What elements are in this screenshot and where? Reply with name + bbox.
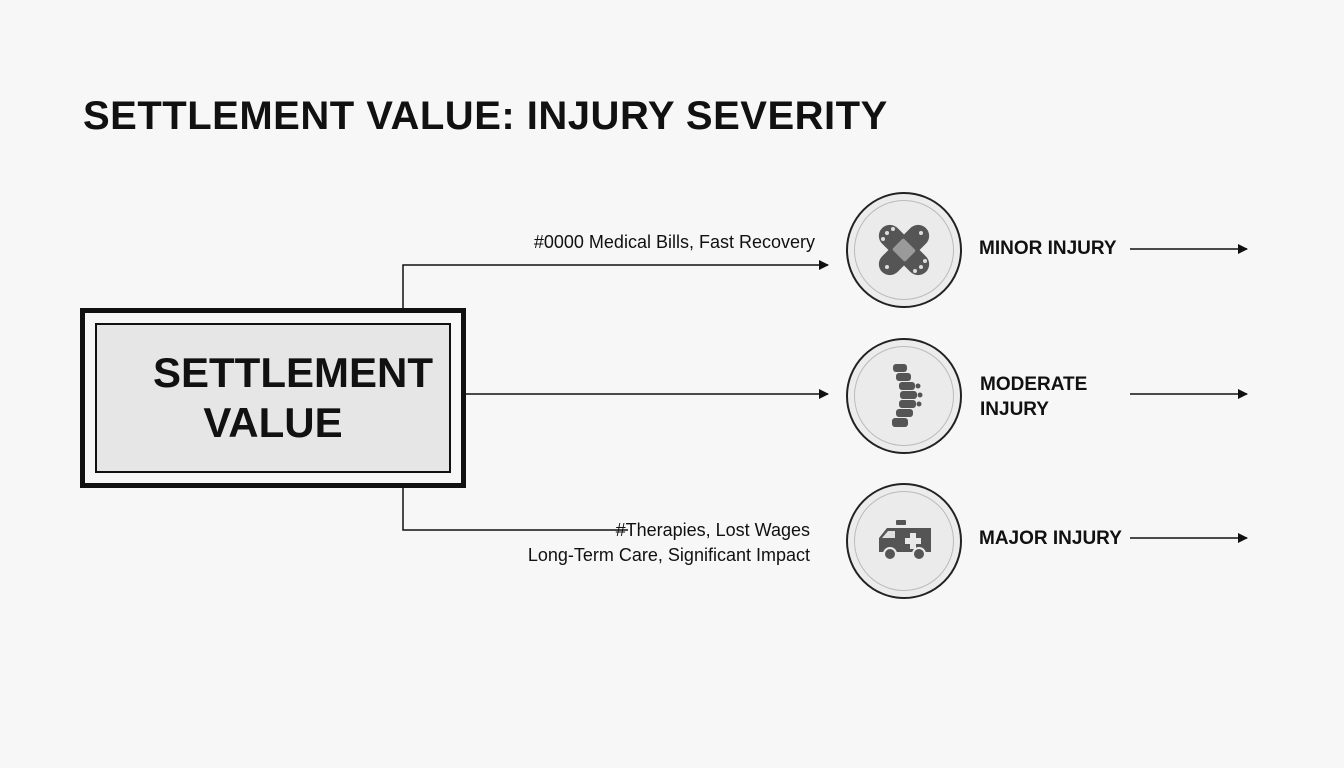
major-injury-label-line1: MAJOR INJURY [979,528,1122,549]
moderate-injury-label-line1: MODERATE [980,374,1088,395]
settlement-value-box: SETTLEMENT VALUE [80,308,466,488]
bandage-icon [878,224,930,276]
major-injury-node [846,483,962,599]
minor-annotation-line1: #0000 Medical Bills, Fast Recovery [533,232,815,252]
settlement-value-label: SETTLEMENT VALUE [153,348,433,448]
connector-major [402,488,628,531]
page-title: SETTLEMENT VALUE: INJURY SEVERITY [83,94,888,138]
major-annotation: #Therapies, Lost Wages Long-Term Care, S… [528,518,810,568]
moderate-injury-label-line2: INJURY [980,399,1049,420]
minor-annotation: #0000 Medical Bills, Fast Recovery [534,230,815,255]
settlement-value-label-line1: SETTLEMENT [153,349,433,396]
connector-minor [402,260,829,308]
settlement-value-inner: SETTLEMENT VALUE [95,323,451,473]
settlement-value-label-line2: VALUE [203,399,343,446]
spine-icon [892,364,923,427]
minor-injury-label: MINOR INJURY [979,236,1117,261]
minor-injury-node [846,192,962,308]
major-injury-label: MAJOR INJURY [979,526,1122,551]
moderate-injury-label: MODERATE INJURY [980,372,1087,422]
moderate-injury-node [846,338,962,454]
minor-injury-label-line1: MINOR INJURY [979,238,1117,259]
major-annotation-line1: #Therapies, Lost Wages [615,520,810,540]
ambulance-icon [879,520,931,561]
major-annotation-line2: Long-Term Care, Significant Impact [527,545,810,565]
